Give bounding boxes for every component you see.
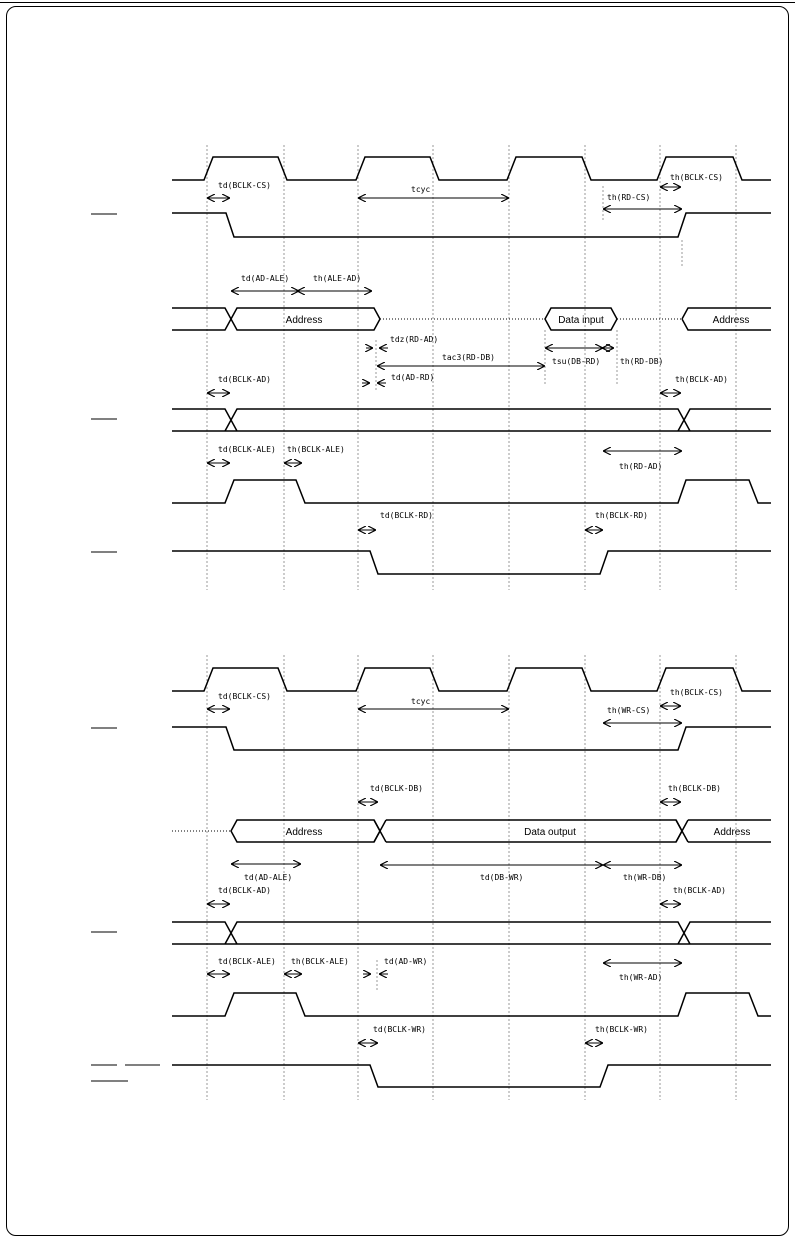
read-ad-bus: Address Data input Address bbox=[172, 307, 771, 331]
read-timing-labels: td(BCLK-CS) tcyc th(BCLK-CS) th(RD-CS) t… bbox=[218, 173, 728, 520]
read-label-th-rd-ad: th(RD-AD) bbox=[619, 462, 662, 471]
read-label-th-bclk-rd: th(BCLK-RD) bbox=[595, 511, 648, 520]
write-grid-lines bbox=[206, 655, 737, 1100]
write-label-td-db-wr: td(DB-WR) bbox=[480, 873, 523, 882]
write-address-box-label: Address bbox=[286, 827, 323, 838]
write-label-tcyc: tcyc bbox=[411, 697, 430, 706]
page-frame bbox=[6, 6, 789, 1236]
read-data-input-box-label: Data input bbox=[558, 315, 604, 326]
read-bclk-waveform bbox=[172, 156, 771, 181]
read-ale-waveform bbox=[172, 479, 771, 504]
write-label-th-wr-db: th(WR-DB) bbox=[623, 873, 666, 882]
read-rd-waveform bbox=[172, 550, 771, 575]
write-label-th-bclk-ad: th(BCLK-AD) bbox=[673, 886, 726, 895]
read-label-td-bclk-cs: td(BCLK-CS) bbox=[218, 181, 271, 190]
read-label-td-bclk-ad: td(BCLK-AD) bbox=[218, 375, 271, 384]
read-label-th-ale-ad: th(ALE-AD) bbox=[313, 274, 361, 283]
write-timing-arrows bbox=[208, 706, 681, 1043]
read-label-th-rd-cs: th(RD-CS) bbox=[607, 193, 650, 202]
read-label-tsu-db-rd: tsu(DB-RD) bbox=[552, 357, 600, 366]
write-label-td-bclk-ale: td(BCLK-ALE) bbox=[218, 957, 276, 966]
read-label-th-bclk-ad: th(BCLK-AD) bbox=[675, 375, 728, 384]
write-address-bus-waveform bbox=[172, 921, 771, 945]
read-address-bus-waveform bbox=[172, 408, 771, 432]
write-label-th-wr-cs: th(WR-CS) bbox=[607, 706, 650, 715]
write-label-th-bclk-db: th(BCLK-DB) bbox=[668, 784, 721, 793]
read-timing-diagram: Address Data input Address bbox=[91, 145, 771, 590]
write-label-td-bclk-db: td(BCLK-DB) bbox=[370, 784, 423, 793]
write-data-output-box-label: Data output bbox=[524, 827, 576, 838]
read-address-end-box-label: Address bbox=[713, 315, 750, 326]
top-rule bbox=[0, 2, 795, 3]
read-label-th-rd-db: th(RD-DB) bbox=[620, 357, 663, 366]
write-label-th-bclk-cs: th(BCLK-CS) bbox=[670, 688, 723, 697]
write-label-td-ad-wr: td(AD-WR) bbox=[384, 957, 427, 966]
write-timing-diagram: Address Data output Address bbox=[91, 655, 771, 1100]
write-label-td-bclk-wr: td(BCLK-WR) bbox=[373, 1025, 426, 1034]
read-label-th-bclk-ale: th(BCLK-ALE) bbox=[287, 445, 345, 454]
write-ale-waveform bbox=[172, 992, 771, 1017]
write-wr-waveform bbox=[172, 1064, 771, 1088]
write-label-th-wr-ad: th(WR-AD) bbox=[619, 973, 662, 982]
read-label-th-bclk-cs: th(BCLK-CS) bbox=[670, 173, 723, 182]
read-label-tdz-rd-ad: tdz(RD-AD) bbox=[390, 335, 438, 344]
write-address-end-box-label: Address bbox=[714, 827, 751, 838]
write-label-td-ad-ale: td(AD-ALE) bbox=[244, 873, 292, 882]
read-label-tcyc: tcyc bbox=[411, 185, 430, 194]
read-label-td-bclk-ale: td(BCLK-ALE) bbox=[218, 445, 276, 454]
write-timing-labels: td(BCLK-CS) tcyc th(BCLK-CS) th(WR-CS) t… bbox=[218, 688, 726, 1034]
write-label-td-bclk-cs: td(BCLK-CS) bbox=[218, 692, 271, 701]
write-cs-waveform bbox=[172, 726, 771, 751]
write-label-td-bclk-ad: td(BCLK-AD) bbox=[218, 886, 271, 895]
read-address-box-label: Address bbox=[286, 315, 323, 326]
read-label-td-bclk-rd: td(BCLK-RD) bbox=[380, 511, 433, 520]
write-bclk-waveform bbox=[172, 667, 771, 692]
read-timing-arrows bbox=[208, 186, 683, 530]
read-label-tac3-rd-db: tac3(RD-DB) bbox=[442, 353, 495, 362]
write-ad-bus: Address Data output Address bbox=[172, 819, 771, 843]
read-label-td-ad-ale: td(AD-ALE) bbox=[241, 274, 289, 283]
read-grid-lines bbox=[206, 145, 737, 590]
write-label-th-bclk-ale: th(BCLK-ALE) bbox=[291, 957, 349, 966]
read-label-td-ad-rd: td(AD-RD) bbox=[391, 373, 434, 382]
write-label-th-bclk-wr: th(BCLK-WR) bbox=[595, 1025, 648, 1034]
read-cs-waveform bbox=[172, 212, 771, 238]
